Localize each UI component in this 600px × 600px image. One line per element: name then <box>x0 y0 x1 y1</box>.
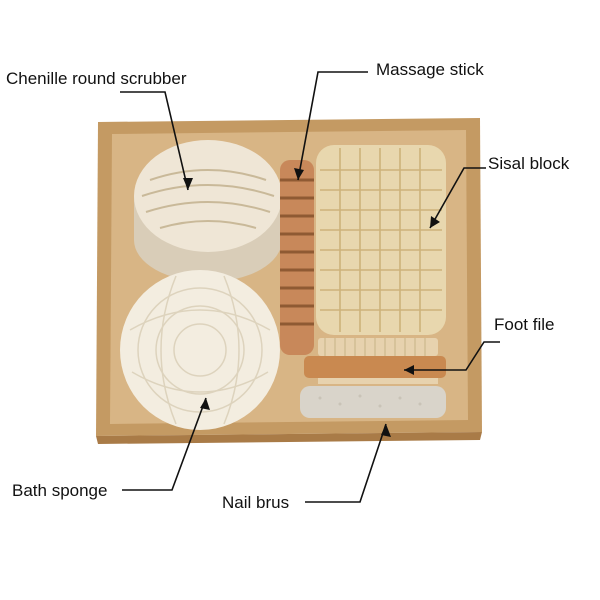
label-massage-stick: Massage stick <box>376 60 484 79</box>
label-foot-file: Foot file <box>494 315 555 334</box>
bath-sponge <box>120 270 280 430</box>
arrowheads <box>183 168 440 437</box>
leader-bath-sponge <box>122 397 207 491</box>
leader-foot-file <box>404 341 500 371</box>
massage-stick <box>280 160 314 355</box>
label-bath-sponge: Bath sponge <box>12 481 108 500</box>
label-chenille-scrubber: Chenille round scrubber <box>6 69 187 88</box>
leader-massage <box>297 71 368 181</box>
sisal-block <box>316 145 446 335</box>
leader-lines <box>120 71 500 503</box>
chenille-scrubber <box>134 140 282 282</box>
nail-brush <box>304 338 446 384</box>
label-nail-brush: Nail brus <box>222 493 290 512</box>
leader-nail-brush <box>305 423 387 503</box>
leader-chenille <box>120 91 189 191</box>
label-sisal-block: Sisal block <box>488 154 570 173</box>
foot-file <box>300 386 446 418</box>
leader-sisal <box>429 167 486 229</box>
